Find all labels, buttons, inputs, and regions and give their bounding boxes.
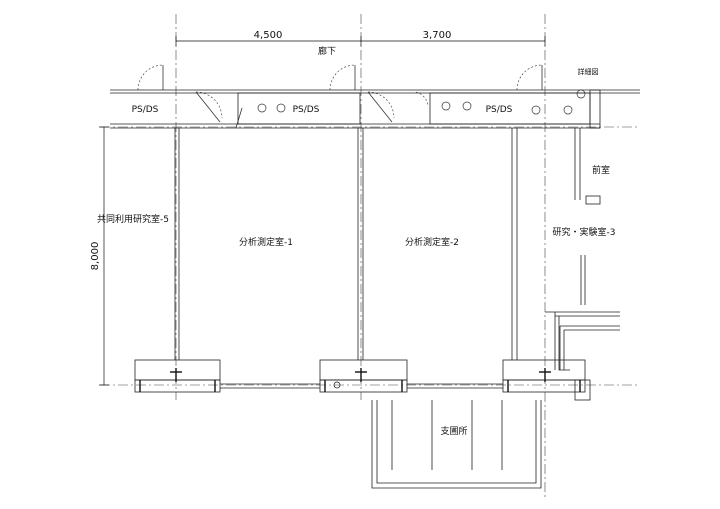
label-corridor: 廊下 — [318, 45, 336, 57]
door-swings — [137, 64, 543, 119]
label-shared-lab: 共同利用研究室-5 — [97, 213, 169, 225]
label-ps-ds-3: PS/DS — [486, 105, 513, 115]
dimension-top — [175, 36, 546, 46]
dim-top-left: 4,500 — [254, 30, 283, 41]
label-top-right-note: 詳細図 — [578, 67, 599, 76]
label-support-room: 支圃所 — [440, 425, 467, 437]
dim-top-right: 3,700 — [423, 30, 452, 41]
support-room-walls — [371, 400, 542, 489]
label-analysis-1: 分析測定室-1 — [239, 236, 293, 248]
dim-left: 8,000 — [90, 242, 101, 271]
label-ps-ds-2: PS/DS — [293, 105, 320, 115]
label-ps-ds-1: PS/DS — [132, 105, 159, 115]
dimension-left — [99, 126, 109, 386]
partition-walls — [174, 128, 518, 360]
label-lab-3: 研究・実験室-3 — [553, 226, 616, 238]
label-analysis-2: 分析測定室-2 — [405, 236, 459, 248]
grid-lines — [100, 14, 640, 500]
pipes — [257, 89, 586, 115]
corridor-walls — [110, 89, 640, 129]
columns-bottom — [134, 359, 591, 401]
anteroom-walls — [574, 128, 601, 305]
column-markers — [139, 368, 581, 392]
lower-right-walls — [545, 311, 620, 371]
label-anteroom: 前室 — [592, 164, 610, 176]
door-leaves — [162, 65, 543, 129]
